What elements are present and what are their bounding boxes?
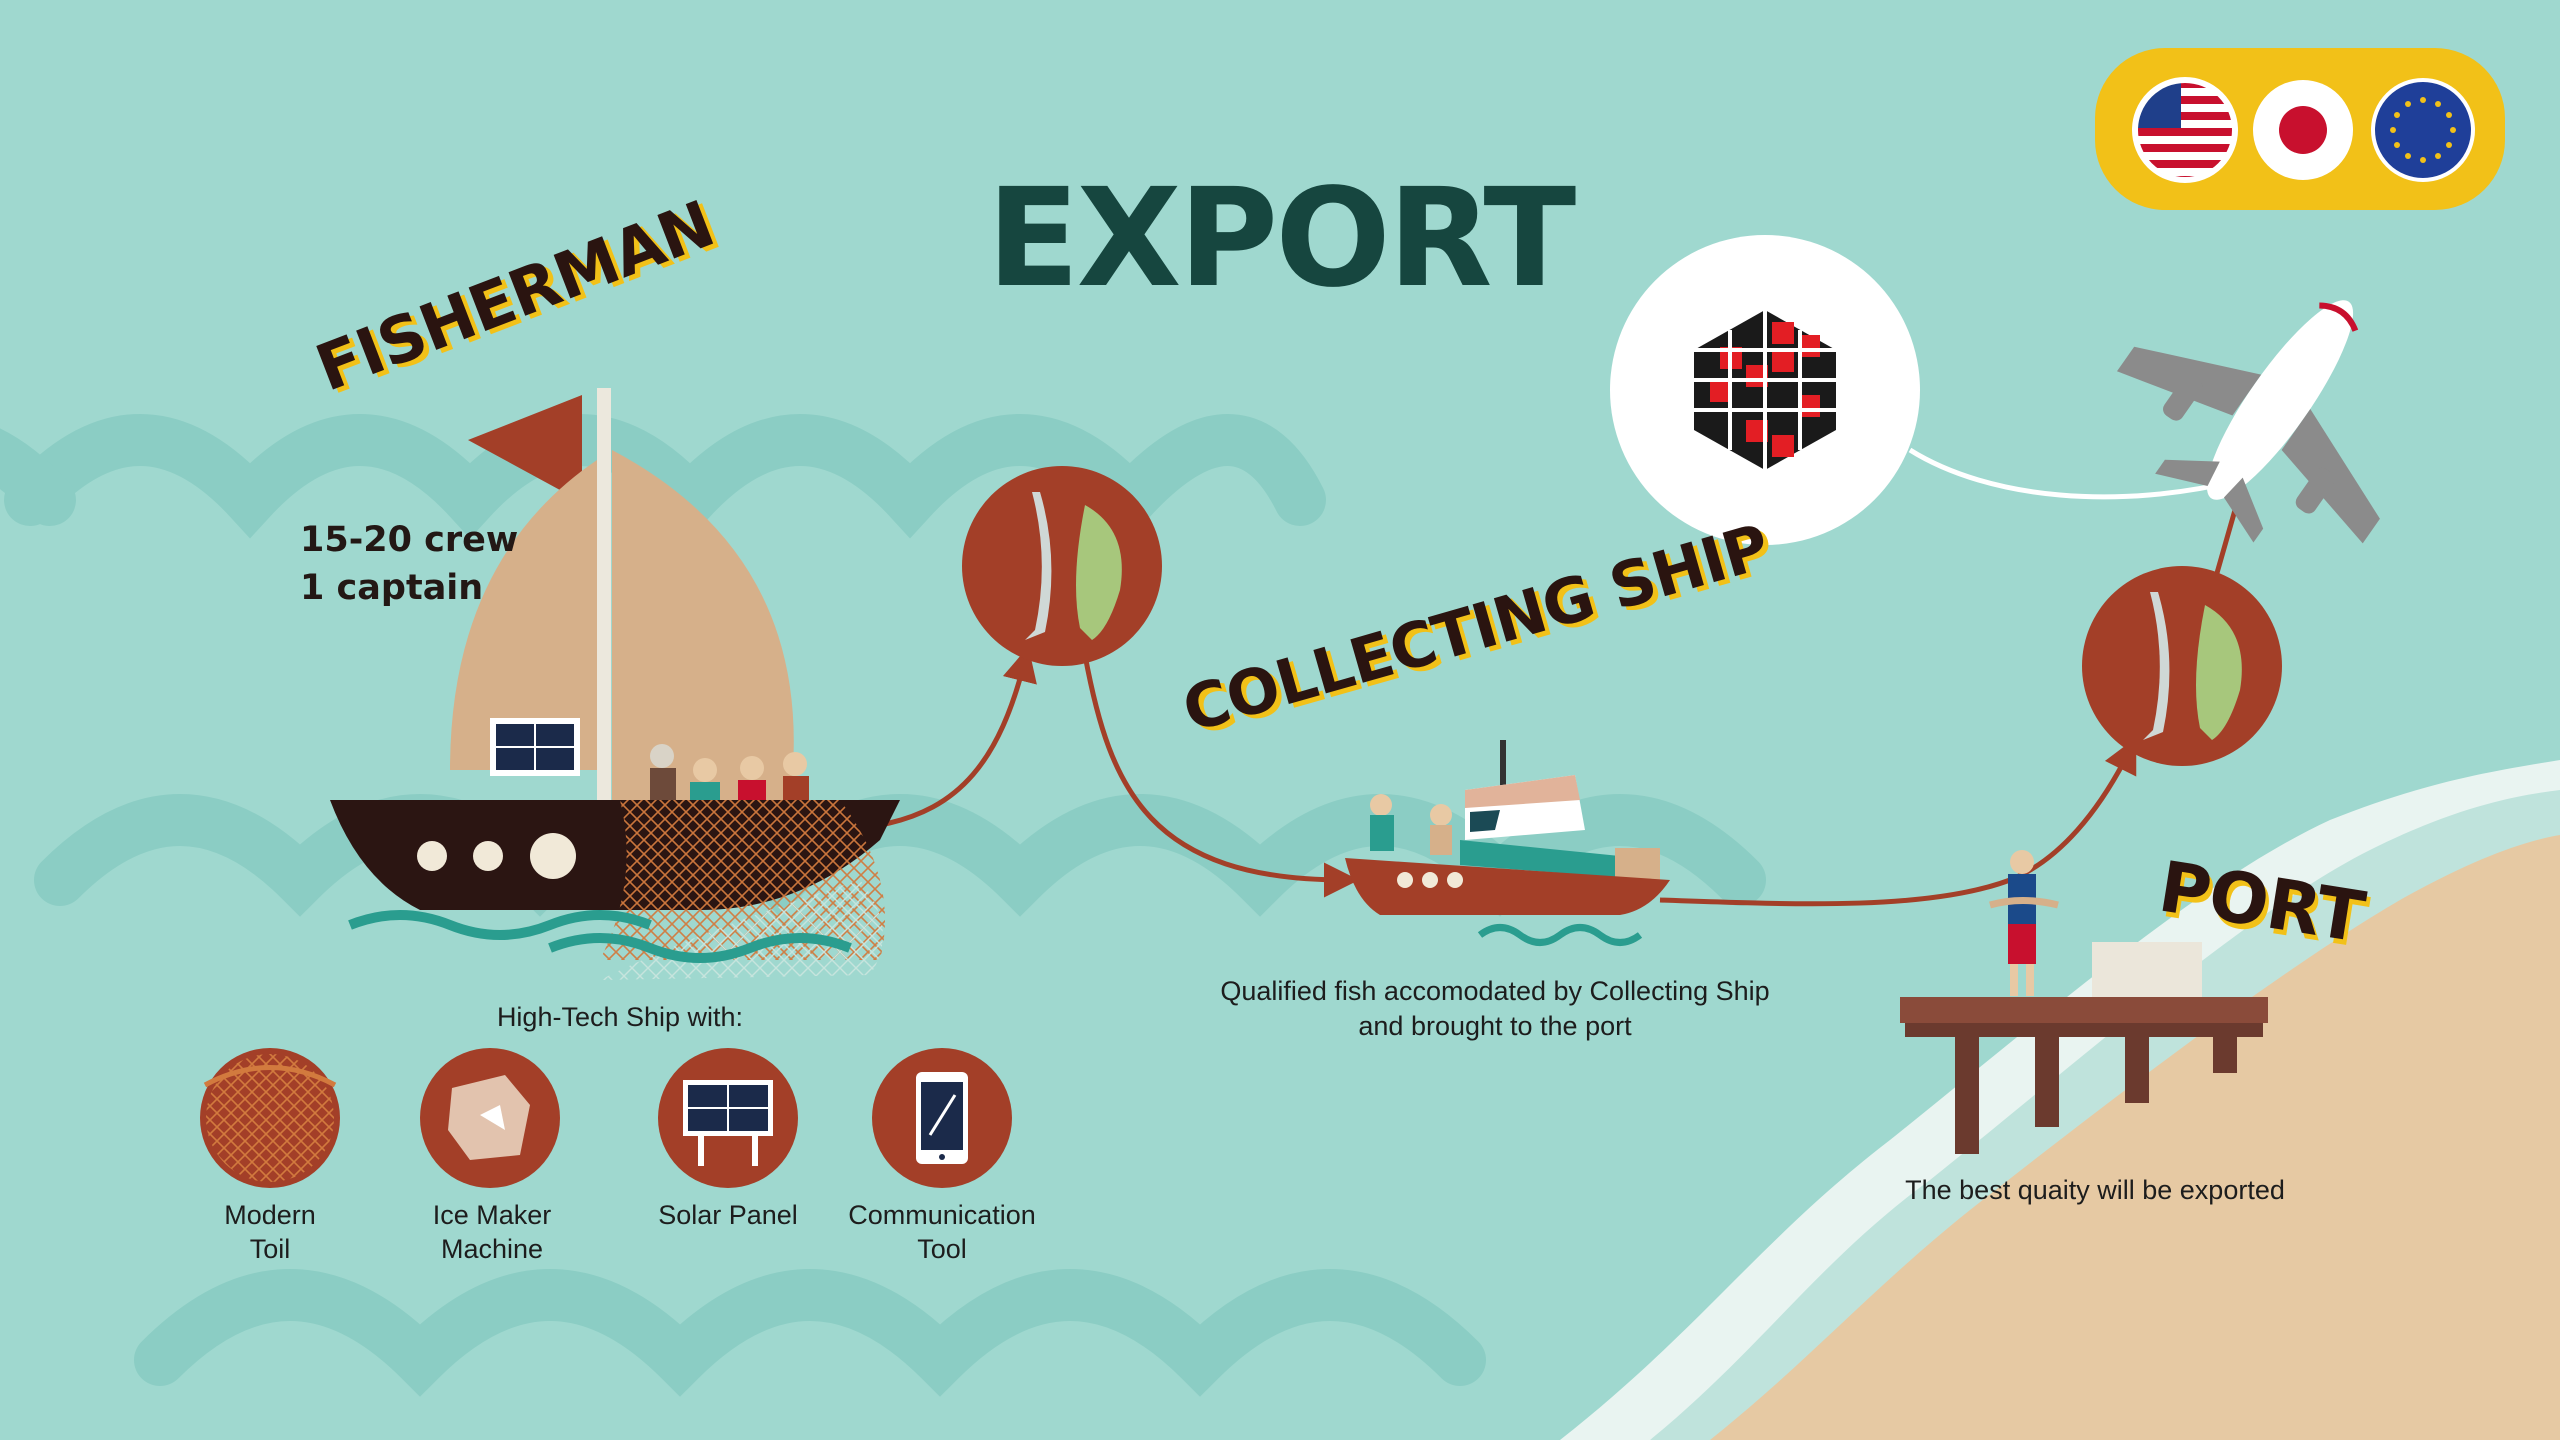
tech-heading: High-Tech Ship with:: [496, 1002, 744, 1032]
feature-icons: [200, 1048, 1012, 1188]
port-pier-icon: [1900, 850, 2268, 1154]
smartphone-icon: [872, 1048, 1012, 1188]
usa-flag-icon: [2132, 77, 2238, 183]
fishing-net-icon: [200, 1048, 340, 1188]
beach: [1560, 760, 2560, 1440]
port-caption: The best quaity will be exported: [1905, 1175, 2285, 1205]
feature-label-solar-panel: Solar Panel: [658, 1200, 798, 1230]
flow-arrows: [879, 509, 2238, 907]
collecting-caption: Qualified fish accomodated by Collecting…: [1220, 976, 1770, 1041]
ice-cube-icon: [420, 1048, 560, 1188]
fishing-boat-icon: [330, 388, 900, 980]
japan-flag-icon: [2253, 80, 2353, 180]
route-to-plane: [1908, 447, 2241, 500]
flags-badge: [2095, 48, 2505, 210]
feature-label-ice-maker: Ice Maker Machine: [432, 1200, 552, 1264]
fish-circle-1: [962, 466, 1162, 666]
crew-info: 15-20 crew 1 captain: [300, 520, 519, 608]
page-title: EXPORT: [986, 160, 1576, 318]
collecting-ship-icon: [1345, 740, 1670, 946]
feature-label-modern-toil: Modern Toil: [224, 1200, 316, 1264]
fish-circle-2: [2082, 566, 2282, 766]
eu-flag-icon: [2371, 78, 2475, 182]
airplane-icon: [2116, 300, 2380, 544]
solar-panel-icon: [658, 1048, 798, 1188]
container-logo-icon: [1610, 235, 1920, 545]
feature-label-communication: Communication Tool: [848, 1200, 1036, 1264]
